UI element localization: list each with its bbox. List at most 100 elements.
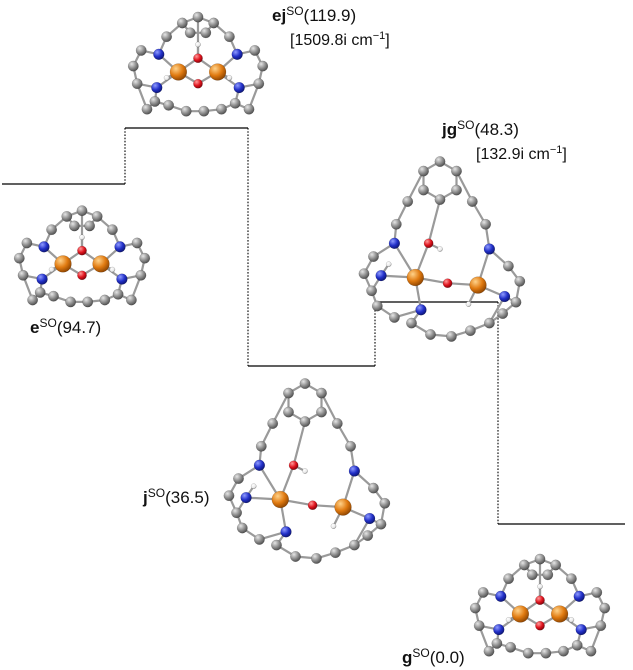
nitrogen-atom [153, 48, 165, 60]
carbon-atom [358, 268, 370, 280]
nitrogen-atom [36, 273, 48, 285]
carbon-atom [406, 317, 417, 329]
oxygen-atom [307, 500, 318, 511]
carbon-atom [534, 553, 546, 565]
carbon-atom [76, 205, 88, 217]
carbon-atom [267, 418, 279, 429]
hydrogen-atom [163, 74, 170, 81]
atoms [13, 205, 151, 308]
nitrogen-atom [498, 290, 511, 303]
atoms [127, 11, 269, 117]
bond [320, 392, 339, 425]
hydrogen-atom [109, 266, 116, 273]
carbon-atom [299, 416, 311, 428]
hydrogen-atom [250, 483, 257, 490]
nitrogen-atom [493, 623, 505, 636]
molecule-j [223, 378, 391, 564]
carbon-atom [135, 269, 147, 281]
hydrogen-atom [465, 301, 472, 307]
metal-atom [92, 255, 110, 273]
carbon-atom [141, 103, 153, 115]
metal-atom [550, 605, 569, 623]
carbon-atom [434, 194, 446, 206]
carbon-atom [253, 78, 265, 90]
nitrogen-atom [116, 273, 128, 285]
level-connectors [124, 128, 499, 524]
carbon-atom [27, 294, 39, 306]
carbon-atom [231, 507, 243, 519]
carbon-atom [558, 645, 569, 657]
nitrogen-atom [415, 304, 427, 316]
nitrogen-atom [375, 269, 387, 282]
nitrogen-atom [348, 465, 361, 477]
carbon-atom [491, 637, 503, 649]
nitrogen-atom [233, 81, 245, 94]
carbon-atom [591, 586, 603, 598]
nitrogen-atom [483, 243, 496, 255]
carbon-atom [99, 294, 111, 306]
carbon-atom [310, 552, 322, 564]
nitrogen-atom [231, 48, 243, 60]
carbon-atom [345, 440, 357, 452]
oxygen-atom [535, 595, 545, 606]
state-energy: (94.7) [56, 318, 102, 337]
carbon-atom [125, 294, 137, 306]
carbon-atom [497, 308, 509, 320]
carbon-atom [229, 97, 241, 109]
carbon-atom [176, 17, 188, 29]
atoms [358, 156, 526, 342]
carbon-atom [253, 533, 265, 545]
carbon-atom [503, 573, 515, 585]
bond [292, 420, 307, 467]
carbon-atom [208, 17, 220, 29]
label-g: gSO(0.0) [402, 647, 465, 668]
label-jg: jgSO(48.3) [442, 119, 519, 140]
carbon-atom [290, 551, 301, 562]
carbon-atom [483, 317, 495, 329]
carbon-atom [599, 602, 611, 614]
oxygen-atom [442, 278, 453, 289]
frequency-bracket: ] [562, 146, 567, 163]
hydrogen-atom [437, 246, 443, 252]
carbon-atom [200, 27, 212, 39]
carbon-atom [367, 482, 379, 494]
carbon-atom [371, 300, 383, 312]
carbon-atom [375, 518, 387, 530]
carbon-atom [216, 103, 227, 115]
carbon-atom [243, 103, 255, 115]
state-energy: (0.0) [429, 648, 465, 667]
metal-atom [334, 498, 352, 516]
atoms [469, 553, 611, 659]
frequency-ej: [1509.8i cm−1] [290, 31, 390, 51]
oxygen-atom [77, 270, 87, 281]
bond [406, 170, 425, 203]
oxygen-atom [535, 620, 545, 631]
nitrogen-atom [388, 237, 401, 249]
carbon-atom [483, 645, 495, 657]
carbon-atom [131, 78, 143, 90]
label-ej: ejSO(119.9) [272, 5, 356, 26]
carbon-atom [329, 547, 341, 559]
carbon-atom [595, 620, 607, 632]
state-name: e [30, 318, 40, 337]
bond [455, 170, 474, 203]
carbon-atom [331, 418, 343, 429]
carbon-atom [223, 31, 235, 43]
carbon-atom [348, 539, 360, 551]
imaginary-frequency: [132.9i cm [476, 146, 550, 163]
carbon-atom [469, 602, 481, 614]
state-name: j [143, 488, 148, 507]
carbon-atom [451, 184, 462, 196]
label-e: eSO(94.7) [30, 316, 102, 338]
metal-atom [511, 605, 530, 623]
carbon-atom [283, 406, 294, 418]
nitrogen-atom [240, 491, 252, 504]
carbon-atom [434, 156, 446, 168]
carbon-atom [390, 218, 402, 230]
metal-atom [271, 490, 289, 509]
carbon-atom [540, 647, 552, 659]
nitrogen-atom [573, 590, 585, 602]
hydrogen-atom [226, 74, 233, 81]
carbon-atom [161, 31, 173, 43]
state-superscript: SO [39, 316, 57, 330]
